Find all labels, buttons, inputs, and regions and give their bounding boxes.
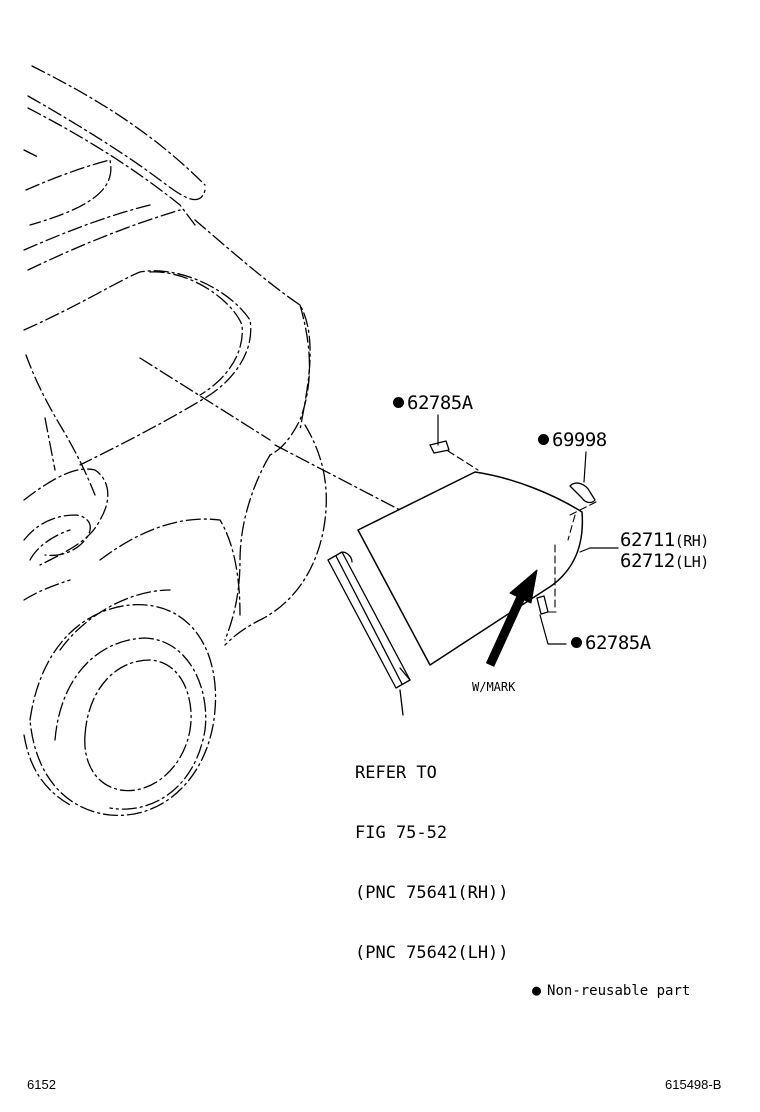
part-number: 62711 (620, 529, 675, 551)
side-suffix: (LH) (674, 553, 710, 571)
side-suffix: (RH) (674, 532, 710, 550)
callout-pad: 69998 (538, 429, 607, 451)
w-mark-arrow (485, 569, 538, 667)
refer-note-line: REFER TO (355, 763, 437, 783)
refer-note-line: (PNC 75641(RH)) (355, 883, 509, 903)
callout-glass-lh: 62712(LH) (620, 550, 709, 572)
refer-note: REFER TO FIG 75-52 (PNC 75641(RH)) (PNC … (355, 723, 509, 983)
footer-right-code: 615498-B (665, 1077, 722, 1092)
refer-note-line: FIG 75-52 (355, 823, 448, 843)
clip-bottom (536, 595, 549, 615)
part-number: 62785A (585, 632, 651, 654)
non-reusable-bullet (571, 637, 582, 648)
callout-clip-bottom: 62785A (571, 632, 651, 654)
vehicle-body-outline (23, 65, 401, 816)
clip-top (429, 440, 450, 454)
pillar-moulding (327, 551, 411, 716)
assembly-guide-lines (447, 450, 597, 613)
quarter-window-glass (357, 471, 584, 666)
footer-left-code: 6152 (27, 1077, 56, 1092)
w-mark-label: W/MARK (472, 680, 516, 694)
part-number: 69998 (552, 429, 607, 451)
part-number: 62785A (407, 392, 473, 414)
refer-note-line: (PNC 75642(LH)) (355, 943, 509, 963)
non-reusable-bullet (538, 434, 549, 445)
callout-glass-rh: 62711(RH) (620, 529, 709, 551)
legend-text: Non-reusable part (547, 983, 691, 999)
non-reusable-bullet (393, 397, 404, 408)
cushion-pad (569, 482, 596, 504)
legend: ● Non-reusable part (532, 981, 690, 999)
leader-lines (437, 414, 619, 645)
part-number: 62712 (620, 550, 675, 572)
callout-clip-top: 62785A (393, 392, 473, 414)
legend-symbol: ● (532, 981, 542, 999)
